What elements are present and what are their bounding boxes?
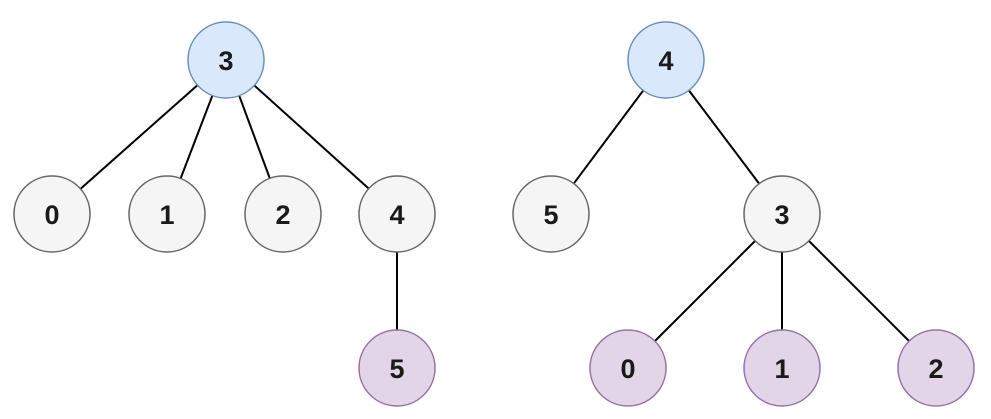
node-label: 0 [44,200,59,230]
node-label: 5 [389,354,404,384]
node-label: 3 [218,46,233,76]
node-label: 2 [928,354,943,384]
node-label: 4 [389,200,404,230]
node-r5: 5 [512,175,590,253]
node-l1: 1 [128,175,206,253]
node-r2: 2 [897,329,975,407]
node-circle [358,329,436,407]
node-circle [13,175,91,253]
node-r1: 1 [743,329,821,407]
node-label: 1 [774,354,789,384]
node-circle [187,21,265,99]
node-r0: 0 [589,329,667,407]
node-circle [589,329,667,407]
node-label: 3 [774,200,789,230]
edge-l3-l2 [238,95,271,179]
node-l4: 4 [358,175,436,253]
right-tree: 4 5 3 0 1 2 [512,21,975,407]
node-circle [743,329,821,407]
node-circle [743,175,821,253]
node-l3: 3 [187,21,265,99]
nodes-layer: 3 0 1 2 4 5 4 5 3 0 1 2 [13,21,975,407]
left-tree: 3 0 1 2 4 5 [13,21,436,407]
edge-r3-r2 [808,240,910,342]
edge-r4-r3 [688,89,760,185]
node-r4: 4 [627,21,705,99]
node-circle [128,175,206,253]
node-l0: 0 [13,175,91,253]
edge-l3-l0 [79,84,199,190]
node-circle [627,21,705,99]
node-circle [897,329,975,407]
node-l2: 2 [244,175,322,253]
edge-r4-r5 [572,89,645,185]
edge-l3-l4 [253,84,370,190]
edge-l3-l1 [179,95,214,179]
node-circle [244,175,322,253]
node-circle [512,175,590,253]
node-r3: 3 [743,175,821,253]
edges-layer [79,84,910,342]
node-label: 1 [159,200,174,230]
node-label: 2 [275,200,290,230]
node-label: 4 [658,46,673,76]
node-label: 5 [543,200,558,230]
node-circle [358,175,436,253]
node-label: 0 [620,354,635,384]
node-l5: 5 [358,329,436,407]
edge-r3-r0 [654,240,756,342]
